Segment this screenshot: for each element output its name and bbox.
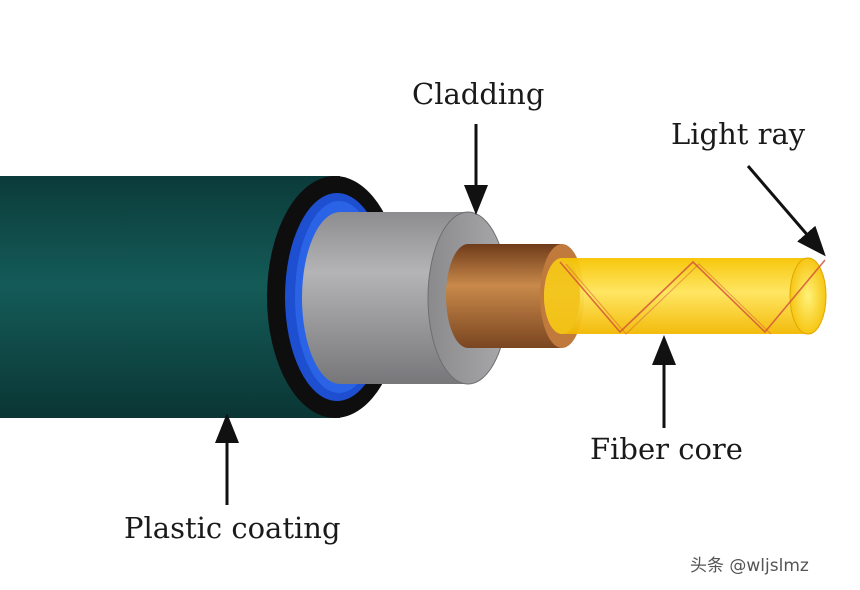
fiber-core <box>544 257 827 335</box>
light-ray <box>559 259 826 335</box>
plastic-coating-label: Plastic coating <box>124 511 341 545</box>
light-ray-arrow <box>746 165 826 257</box>
light-ray-label: Light ray <box>671 117 806 151</box>
cladding-label: Cladding <box>412 77 545 111</box>
fiber-core-label: Fiber core <box>590 432 743 466</box>
watermark: 头条 @wljslmz <box>690 556 809 576</box>
callout-arrows <box>215 124 826 505</box>
